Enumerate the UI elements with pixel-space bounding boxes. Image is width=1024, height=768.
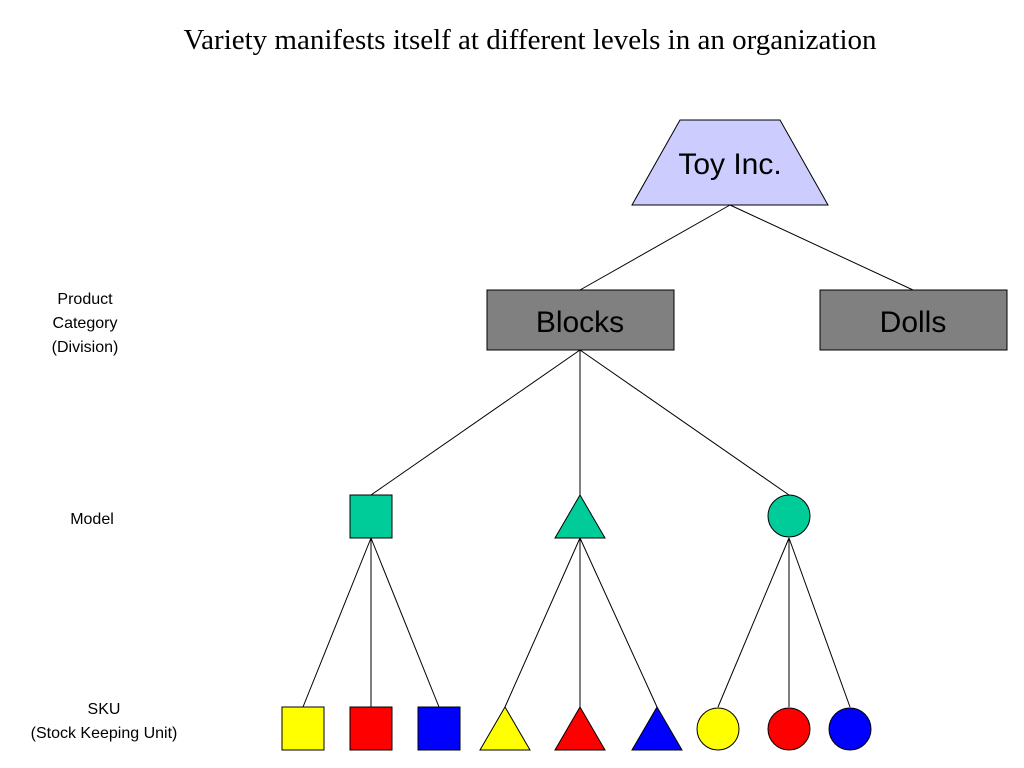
sku-square-blue: [417, 706, 461, 751]
label-line: Model: [70, 511, 114, 528]
sku-nodes: [281, 706, 872, 751]
sku-circle-blue: [828, 707, 872, 751]
edge-company-dolls: [729, 204, 914, 291]
label-sku: SKU (Stock Keeping Unit): [4, 698, 204, 746]
label-model: Model: [40, 508, 144, 532]
division-box-dolls: [819, 289, 1008, 351]
company-name: Toy Inc.: [678, 148, 781, 181]
node-toy-inc: Toy Inc.: [631, 119, 829, 206]
edge-triangle-sku1: [504, 537, 581, 708]
connectors: [302, 204, 914, 708]
model-triangle: [554, 494, 606, 539]
edge-circle-sku3: [788, 537, 851, 708]
node-blocks: Blocks: [486, 289, 675, 351]
label-product-category: Product Category (Division): [20, 288, 150, 360]
edge-triangle-sku3: [579, 537, 658, 708]
division-box-blocks: [486, 289, 675, 351]
model-circle: [767, 494, 811, 538]
page-title: Variety manifests itself at different le…: [183, 24, 877, 56]
sku-triangle-blue: [631, 706, 683, 751]
sku-square-yellow: [281, 706, 325, 751]
label-line: Product: [57, 291, 113, 308]
edge-blocks-circle: [579, 349, 790, 496]
label-line: SKU: [87, 701, 121, 718]
division-name-dolls: Dolls: [880, 306, 947, 339]
model-nodes: [349, 494, 811, 539]
edge-blocks-square: [370, 349, 581, 496]
node-dolls: Dolls: [819, 289, 1008, 351]
sku-triangle-red: [554, 706, 606, 751]
edge-square-sku1: [302, 537, 372, 708]
edge-company-blocks: [579, 204, 731, 291]
label-line: (Stock Keeping Unit): [30, 725, 178, 742]
division-name-blocks: Blocks: [536, 306, 624, 339]
sku-square-red: [349, 706, 393, 751]
label-line: (Division): [51, 339, 119, 356]
edge-square-sku3: [370, 537, 440, 708]
label-line: Category: [52, 315, 118, 332]
sku-circle-yellow: [696, 707, 740, 751]
sku-circle-red: [767, 707, 811, 751]
edge-circle-sku1: [717, 537, 790, 708]
model-square: [349, 494, 393, 539]
company-trapezoid: [631, 119, 829, 206]
sku-triangle-yellow: [479, 706, 531, 751]
